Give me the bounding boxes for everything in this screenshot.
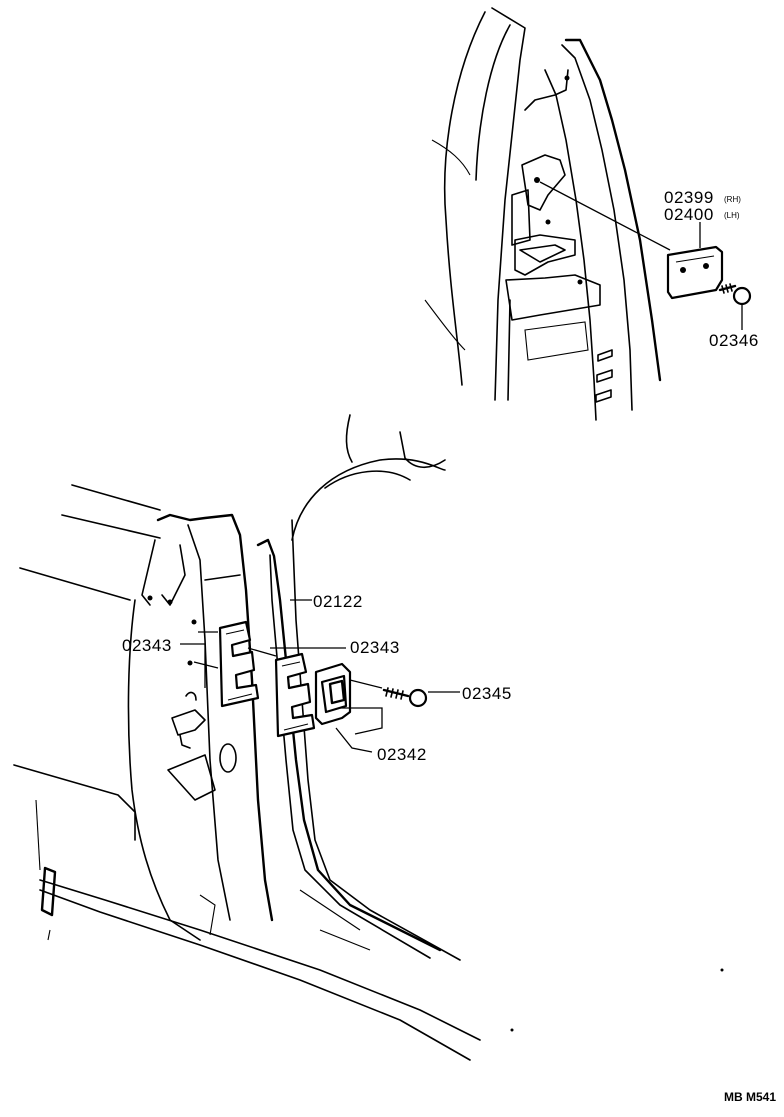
shim-plate-left	[218, 620, 260, 708]
body-pillar-detail	[13, 414, 724, 1061]
label-02345: 02345	[462, 684, 512, 703]
label-02343-left: 02343	[122, 636, 172, 655]
label-02399: 02399	[664, 188, 714, 207]
door-bumper-part	[666, 245, 724, 300]
label-02343-right: 02343	[350, 638, 400, 657]
door-edge-detail	[424, 7, 752, 421]
screw-02346	[732, 286, 752, 306]
shim-plate-right	[274, 652, 316, 738]
label-02342: 02342	[377, 745, 427, 764]
screw-02345	[408, 688, 428, 708]
label-02400-side: (LH)	[724, 211, 740, 220]
label-02346: 02346	[709, 331, 759, 350]
label-02399-side: (RH)	[724, 195, 741, 204]
label-02400: 02400	[664, 205, 714, 224]
diagram-code: MB M541	[724, 1090, 776, 1104]
label-02122: 02122	[313, 592, 363, 611]
